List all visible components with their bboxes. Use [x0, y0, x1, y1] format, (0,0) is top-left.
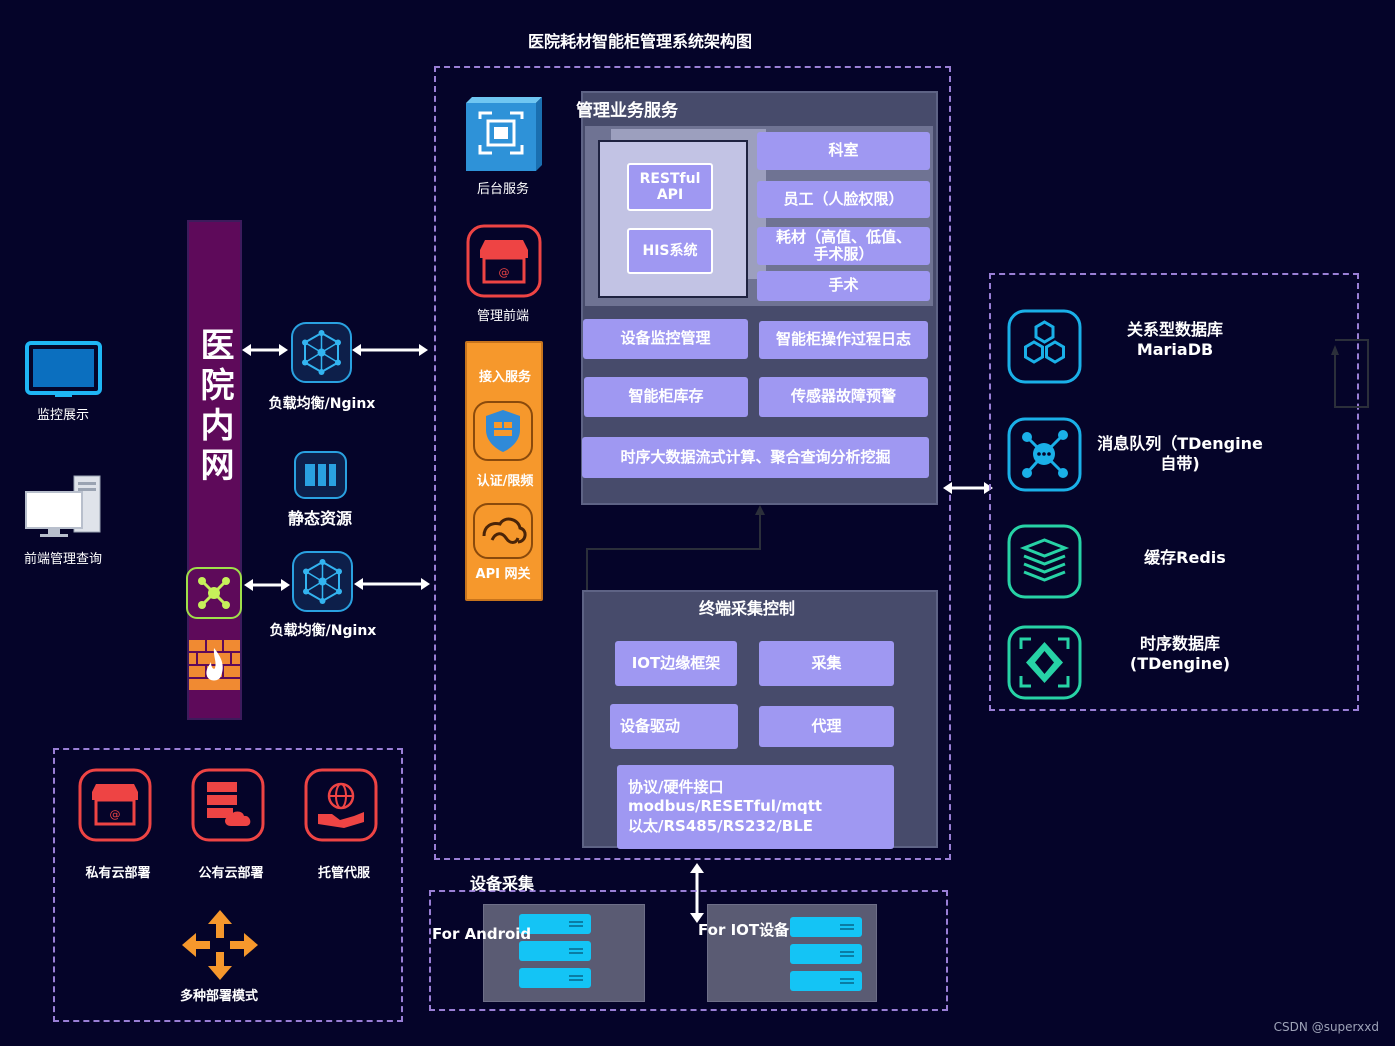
load-balancer-label: 负载均衡/Nginx	[268, 396, 376, 412]
auth-shield-icon	[472, 400, 534, 462]
frontend-query-label: 前端管理查询	[23, 552, 102, 567]
collect-block: 采集	[759, 641, 894, 686]
access-service-label: 接入服务	[478, 370, 531, 385]
private-cloud-label: 私有云部署	[85, 866, 151, 881]
svg-text:@: @	[110, 808, 121, 821]
double-arrow-device	[690, 863, 704, 923]
sensor-alert-block: 传感器故障预警	[759, 377, 928, 417]
multi-deploy-icon	[182, 910, 258, 980]
static-resources-label: 静态资源	[287, 509, 352, 528]
iot-server-rack	[707, 904, 877, 1002]
connector-terminal-to-mgmt	[586, 505, 765, 591]
hosted-service-label: 托管代服	[317, 866, 370, 881]
platform-box	[434, 66, 951, 860]
proxy-block: 代理	[759, 706, 894, 747]
consumables-block: 耗材（高值、低值、 手术服）	[757, 227, 930, 265]
loop-arrow	[1331, 339, 1369, 408]
operation-log-block: 智能柜操作过程日志	[759, 321, 928, 359]
double-arrow-lb2-right	[354, 578, 430, 590]
double-arrow-lb1-left	[242, 344, 288, 356]
api-gateway-label: API 网关	[475, 567, 531, 582]
bigdata-analytics-block: 时序大数据流式计算、聚合查询分析挖掘	[582, 437, 929, 478]
load-balancer-label: 负载均衡/Nginx	[269, 623, 377, 639]
department-block: 科室	[757, 132, 930, 170]
firewall-icon	[189, 640, 240, 690]
protocol-block: 协议/硬件接口 modbus/RESETful/mqtt 以太/RS485/RS…	[617, 765, 894, 849]
diagram-title: 医院耗材智能柜管理系统架构图	[527, 32, 752, 51]
server-unit	[790, 944, 862, 964]
hospital-intranet-label: 医院内网	[194, 327, 234, 487]
source-watermark: CSDN @superxxd	[1273, 1020, 1379, 1034]
timeseries-db-label: 时序数据库 (TDengine)	[1129, 634, 1231, 673]
double-arrow-lb2-left	[244, 579, 290, 591]
his-system-block: HIS系统	[627, 228, 713, 274]
restful-api-block: RESTful API	[627, 163, 713, 211]
relational-db-label: 关系型数据库 MariaDB	[1126, 320, 1223, 359]
device-driver-block: 设备驱动	[610, 704, 738, 749]
device-collection-title: 设备采集	[470, 874, 535, 893]
management-services-title: 管理业务服务	[576, 101, 678, 121]
terminal-control-title: 终端采集控制	[698, 599, 795, 618]
device-monitor-block: 设备监控管理	[583, 319, 748, 359]
cabinet-inventory-block: 智能柜库存	[584, 377, 748, 417]
message-queue-label: 消息队列（TDengine 自带)	[1097, 434, 1263, 473]
backend-service-label: 后台服务	[476, 182, 529, 197]
hospital-intranet: 医院内网	[187, 220, 242, 720]
cache-redis-label: 缓存Redis	[1144, 548, 1226, 567]
double-arrow-lb1-right	[352, 344, 428, 356]
static-resources-icon	[293, 450, 348, 500]
deployment-modes-box	[53, 748, 403, 1022]
server-unit	[519, 941, 591, 961]
public-cloud-icon	[191, 768, 265, 842]
load-balancer-icon	[291, 550, 354, 613]
management-frontend-label: 管理前端	[476, 309, 529, 324]
desktop-computer-icon	[24, 474, 104, 540]
device-collection-box	[429, 890, 948, 1011]
cache-redis-icon	[1007, 524, 1082, 599]
management-frontend-icon: @	[466, 224, 542, 298]
monitor-icon	[25, 341, 102, 399]
server-unit	[790, 971, 862, 991]
timeseries-db-icon	[1007, 625, 1082, 700]
load-balancer-icon	[290, 321, 353, 384]
svg-text:@: @	[499, 266, 510, 279]
monitor-label: 监控展示	[36, 408, 89, 423]
storage-box	[989, 273, 1359, 711]
public-cloud-label: 公有云部署	[198, 866, 264, 881]
auth-rate-limit-label: 认证/限频	[476, 474, 534, 489]
message-queue-icon	[1007, 417, 1082, 492]
android-server-rack	[483, 904, 645, 1002]
private-cloud-icon: @	[78, 768, 152, 842]
hosted-service-icon	[304, 768, 378, 842]
iot-edge-block: IOT边缘框架	[615, 641, 737, 686]
relational-db-icon	[1007, 309, 1082, 384]
api-gateway-icon	[472, 502, 534, 560]
server-unit	[519, 968, 591, 988]
multi-deploy-label: 多种部署模式	[179, 989, 258, 1004]
surgery-block: 手术	[757, 271, 930, 301]
server-unit	[790, 917, 862, 937]
network-switch-icon	[185, 566, 243, 620]
android-label: For Android	[432, 925, 532, 943]
server-unit	[519, 914, 591, 934]
staff-block: 员工（人脸权限）	[757, 181, 930, 218]
double-arrow-storage	[943, 482, 993, 494]
iot-device-label: For IOT设备	[698, 921, 790, 939]
backend-service-icon	[466, 97, 542, 171]
